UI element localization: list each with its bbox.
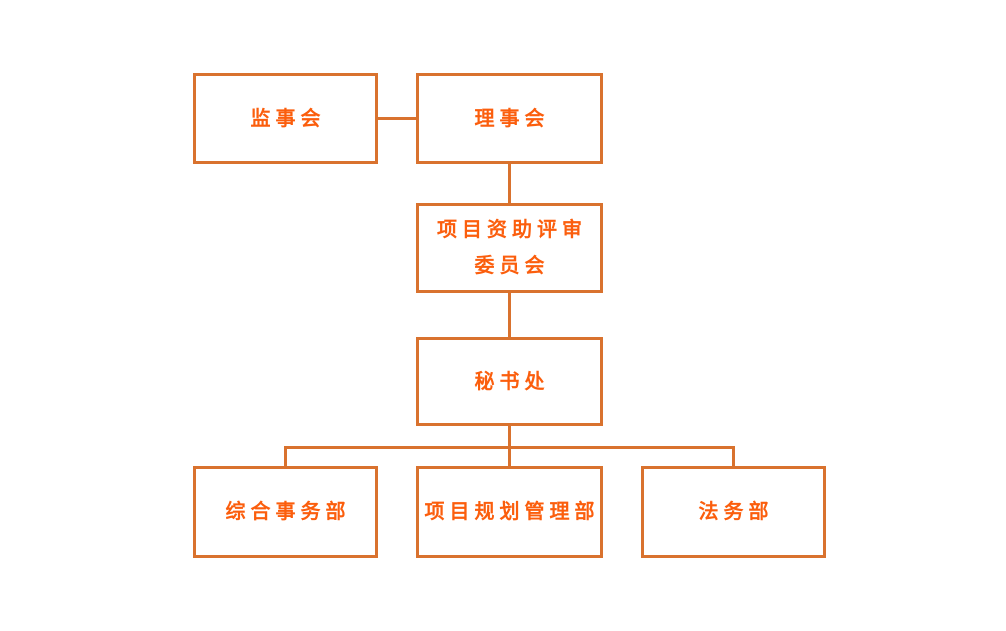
org-node-label: 秘书处 — [474, 370, 550, 393]
org-node-legal: 法务部 — [641, 466, 826, 558]
connector-review-committee-to-secretariat — [508, 293, 511, 337]
org-node-general-affairs: 综合事务部 — [193, 466, 378, 558]
org-node-review-committee: 项目资助评审 委员会 — [416, 203, 603, 293]
connector-council-to-review-committee — [508, 164, 511, 203]
org-node-label-line1: 项目资助评审 — [437, 219, 587, 241]
org-node-council: 理事会 — [416, 73, 603, 164]
connector-supervisory-to-council — [378, 117, 416, 120]
connector-drop-legal — [732, 446, 735, 466]
org-node-label: 法务部 — [698, 501, 774, 523]
org-node-secretariat: 秘书处 — [416, 337, 603, 426]
org-node-label: 综合事务部 — [225, 501, 351, 523]
org-node-label-line2: 委员会 — [474, 255, 550, 277]
org-node-supervisory-board: 监事会 — [193, 73, 378, 164]
org-node-project-planning: 项目规划管理部 — [416, 466, 603, 558]
org-node-label: 监事会 — [250, 107, 326, 130]
org-node-label: 理事会 — [474, 107, 550, 130]
org-node-label: 项目规划管理部 — [424, 501, 600, 523]
connector-drop-project-planning — [508, 446, 511, 466]
connector-secretariat-stem — [508, 426, 511, 447]
connector-drop-general-affairs — [284, 446, 287, 466]
